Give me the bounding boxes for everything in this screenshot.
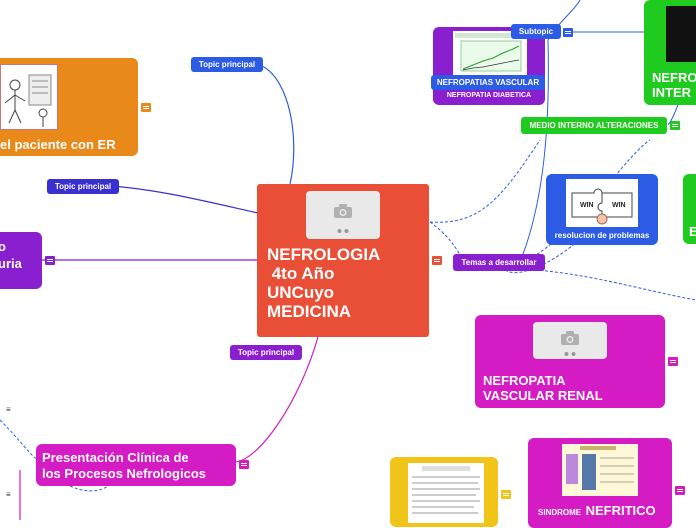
topic-presentacion-label: Presentación Clínica de los Procesos Nef… (42, 450, 206, 481)
topic-right-e[interactable]: E (683, 174, 696, 244)
note-icon[interactable] (239, 460, 249, 469)
topic-paciente-er-label: el paciente con ER (0, 137, 116, 152)
nefropatia-diabetica-label: NEFROPATIA DIABETICA (446, 92, 532, 99)
central-image-placeholder (306, 191, 380, 239)
note-icon[interactable] (45, 256, 55, 265)
carousel-dots (564, 352, 576, 356)
topic-document-yellow[interactable] (390, 457, 498, 527)
topic-presentacion-clinica[interactable]: Presentación Clínica de los Procesos Nef… (36, 444, 236, 486)
note-icon[interactable] (563, 28, 573, 37)
note-icon[interactable] (670, 121, 680, 130)
subtopic-label[interactable]: Subtopic (511, 24, 561, 39)
topic-image-dark (666, 6, 696, 62)
topic-principal-label-left[interactable]: Topic principal (47, 179, 119, 194)
image-placeholder (533, 322, 607, 359)
document-image (408, 463, 484, 523)
svg-text:WIN: WIN (580, 202, 594, 209)
note-icon[interactable] (432, 256, 442, 265)
hamburger-icon[interactable]: ≡ (6, 490, 11, 499)
medio-interno-label[interactable]: MEDIO INTERNO ALTERACIONES (521, 117, 667, 134)
camera-icon (334, 204, 352, 219)
topic-principal-label-top[interactable]: Topic principal (191, 57, 263, 72)
note-icon[interactable] (668, 357, 678, 366)
hamburger-icon[interactable]: ≡ (6, 405, 11, 414)
topic-nefro-inter-label: NEFRO INTER (652, 70, 696, 100)
topic-uria-label: o uria (0, 239, 22, 271)
cartoon-image (0, 64, 58, 130)
svg-text:WIN: WIN (612, 202, 626, 209)
carousel-dots (337, 229, 349, 233)
note-icon[interactable] (141, 103, 151, 112)
topic-nefropatia-diabetica[interactable]: NEFROPATIA DIABETICA (433, 27, 545, 105)
topic-nefropatia-vascular-renal-label: NEFROPATIA VASCULAR RENAL (483, 373, 603, 403)
topic-paciente-er[interactable]: el paciente con ER (0, 58, 138, 156)
note-icon[interactable] (501, 490, 511, 499)
camera-icon (561, 330, 579, 345)
topic-nefropatia-vascular-renal[interactable]: NEFROPATIA VASCULAR RENAL (475, 315, 665, 408)
resolucion-label: resolucion de problemas (554, 231, 650, 240)
note-icon[interactable] (675, 486, 685, 495)
puzzle-image: WIN WIN (566, 179, 638, 227)
topic-sindrome-nefritico[interactable]: SINDROME NEFRITICO (528, 438, 672, 528)
table-image (562, 444, 638, 496)
topic-right-e-label: E (689, 224, 696, 239)
nefropatias-vascular-label[interactable]: NEFROPATIAS VASCULAR (431, 75, 545, 90)
topic-nefro-inter[interactable]: NEFRO INTER (644, 0, 696, 105)
topic-uria[interactable]: o uria (0, 232, 42, 289)
topic-sindrome-nefritico-label: SINDROME NEFRITICO (538, 503, 656, 518)
topic-principal-label-bottom[interactable]: Topic principal (230, 345, 302, 360)
topic-resolucion-problemas[interactable]: WIN WIN resolucion de problemas (546, 174, 658, 245)
central-title: NEFROLOGIA 4to Año UNCuyo MEDICINA (267, 245, 381, 321)
central-topic[interactable]: NEFROLOGIA 4to Año UNCuyo MEDICINA (257, 184, 429, 337)
temas-desarrollar-label[interactable]: Temas a desarrollar (453, 254, 545, 271)
